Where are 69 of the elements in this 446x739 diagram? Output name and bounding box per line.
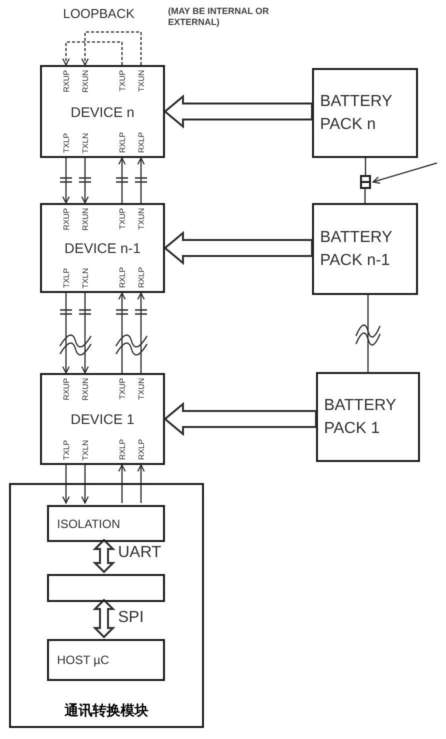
arrow xyxy=(62,293,70,374)
pin-label: TXUP xyxy=(118,378,127,400)
pin-label: TXUN xyxy=(137,378,146,400)
connector-line xyxy=(367,295,369,372)
pin-label: RXUN xyxy=(81,208,90,231)
note-text: (MAY BE INTERNAL OR EXTERNAL) xyxy=(168,6,270,28)
loopback-line xyxy=(81,31,142,66)
arrow xyxy=(137,464,145,503)
pin-label: TXUP xyxy=(118,208,127,230)
node-label: ISOLATION xyxy=(57,516,120,530)
pin-label: RXUN xyxy=(81,70,90,93)
pin-label: RXLP xyxy=(118,132,127,153)
device-box xyxy=(40,373,165,465)
battery-box xyxy=(316,372,420,462)
connector-line xyxy=(364,158,366,175)
arrow xyxy=(137,292,145,373)
pin-label: RXLP xyxy=(118,267,127,288)
battery-label: BATTERY PACK n xyxy=(320,92,394,135)
battery-box xyxy=(312,68,418,158)
device-label: DEVICE n xyxy=(70,104,136,120)
block-arrow xyxy=(163,402,317,436)
arrow xyxy=(81,465,89,504)
pin-label: TXLN xyxy=(81,268,90,288)
arrow xyxy=(118,464,126,503)
pin-label: RXLP xyxy=(137,132,146,153)
device-box xyxy=(40,203,165,293)
arrow xyxy=(81,158,89,204)
process-box xyxy=(47,505,165,542)
block-arrow xyxy=(163,230,313,266)
loopback-line xyxy=(62,41,123,66)
arrow xyxy=(372,162,438,184)
edge-label: LOOPBACK xyxy=(63,6,135,21)
arrow xyxy=(81,293,89,374)
fuse-symbol xyxy=(360,175,371,189)
connector-line xyxy=(364,189,366,203)
pin-label: RXLP xyxy=(118,439,127,460)
arrow xyxy=(137,157,145,203)
battery-box xyxy=(312,203,418,295)
block-arrow xyxy=(92,538,116,574)
module-title: 通讯转换模块 xyxy=(64,702,150,720)
device-box xyxy=(40,65,165,158)
pin-label: RXLP xyxy=(137,267,146,288)
arrow xyxy=(62,158,70,204)
block-arrow xyxy=(163,94,313,129)
pin-label: TXUN xyxy=(137,208,146,230)
block-arrow xyxy=(92,598,116,638)
arrow xyxy=(118,157,126,203)
arrow xyxy=(118,292,126,373)
device-label: DEVICE 1 xyxy=(70,411,136,427)
pin-label: RXUP xyxy=(62,378,71,400)
node-label: HOST µC xyxy=(57,653,110,667)
battery-label: BATTERY PACK n-1 xyxy=(320,228,394,271)
arrow xyxy=(62,465,70,504)
pin-label: TXLN xyxy=(81,440,90,460)
pin-label: TXLP xyxy=(62,132,71,153)
pin-label: RXUP xyxy=(62,70,71,92)
battery-label: BATTERY PACK 1 xyxy=(324,396,398,439)
pin-label: TXUN xyxy=(137,70,146,92)
device-label: DEVICE n-1 xyxy=(63,240,142,256)
pin-label: TXLP xyxy=(62,440,71,460)
pin-label: RXUP xyxy=(62,208,71,230)
process-box xyxy=(47,639,165,681)
pin-label: RXUN xyxy=(81,378,90,401)
module-box xyxy=(9,483,204,728)
pin-label: TXUP xyxy=(118,70,127,92)
pin-label: TXLN xyxy=(81,132,90,153)
chip-box xyxy=(47,574,165,602)
pin-label: TXLP xyxy=(62,268,71,288)
pin-label: RXLP xyxy=(137,439,146,460)
